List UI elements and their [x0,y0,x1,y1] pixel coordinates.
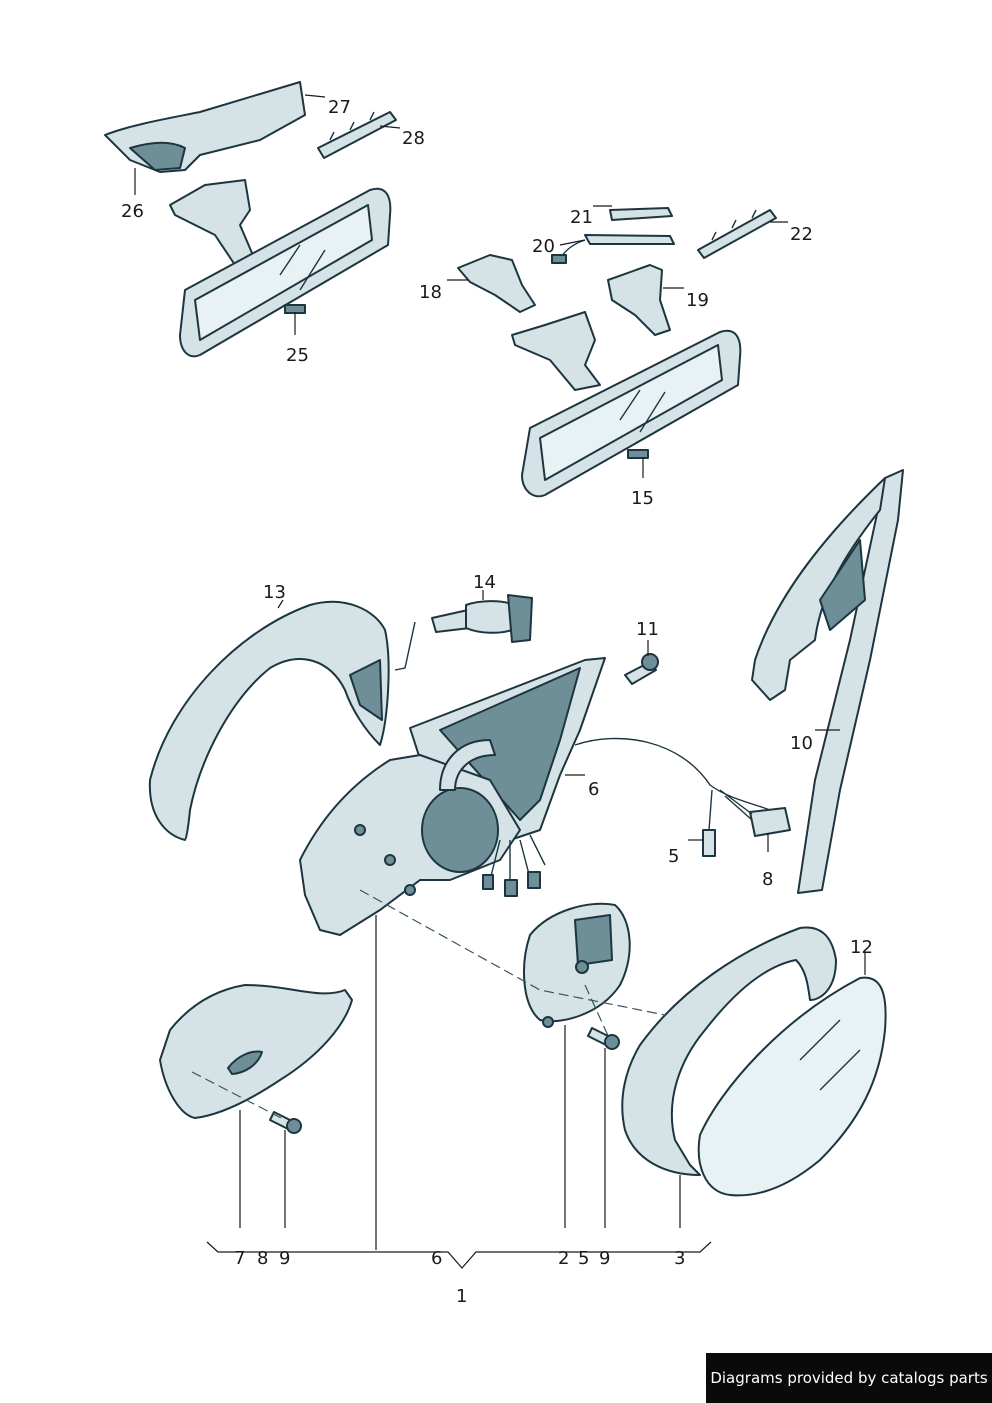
credit-text: Diagrams provided by catalogs parts [710,1369,988,1387]
callout-11: 11 [636,619,659,640]
interior-mirror-25 [179,187,392,358]
mirror-mount-upper [169,179,256,266]
bracket-21 [609,207,673,221]
interior-mirror-15 [521,329,742,498]
mirror-clip-28 [317,111,397,159]
callout-5-bottom: 5 [578,1248,589,1269]
callout-9-left: 9 [279,1248,290,1269]
screw-11 [624,653,659,685]
mirror-cap-13 [148,600,390,841]
callout-5-top: 5 [668,846,679,867]
callout-7: 7 [234,1248,245,1269]
screw-9-right [587,1027,620,1050]
mirror-frame-3 [621,926,837,1176]
callout-8-bottom: 8 [257,1248,268,1269]
cover-19 [607,264,671,336]
actuator-2 [523,902,631,1028]
cover-18 [457,254,536,313]
callout-28: 28 [402,128,425,149]
callout-6-bottom: 6 [431,1248,442,1269]
callout-20: 20 [532,236,555,257]
callout-25: 25 [286,345,309,366]
mirror-glass-12 [697,976,887,1197]
callout-8-top: 8 [762,869,773,890]
callout-27: 27 [328,97,351,118]
callout-21: 21 [570,207,593,228]
callout-6-top: 6 [588,779,599,800]
callout-1: 1 [456,1286,467,1307]
cable-20 [551,234,675,264]
callout-22: 22 [790,224,813,245]
screw-9-left [269,1111,302,1134]
callout-2: 2 [558,1248,569,1269]
leader-lines [134,94,866,1269]
clip-22 [697,209,777,259]
mirror-sensor-25 [284,304,306,314]
callout-26: 26 [121,201,144,222]
connector-5 [702,789,716,857]
callout-19: 19 [686,290,709,311]
mirror-housing-frame [299,739,521,936]
mirror-sensor-15 [627,449,649,459]
connector-8 [719,789,791,837]
callout-labels: 26 27 28 25 21 20 22 18 19 15 13 14 11 1… [121,97,873,1307]
callout-10: 10 [790,733,813,754]
mirror-cover-26 [104,81,306,173]
callout-14: 14 [473,572,496,593]
credit-banner: Diagrams provided by catalogs parts [706,1353,992,1403]
wiring-harness-6 [482,737,776,897]
callout-15: 15 [631,488,654,509]
mirror-mount-lower [511,311,601,391]
callout-3: 3 [674,1248,685,1269]
housing-lower-7 [159,984,353,1119]
motor-14 [394,594,533,671]
callout-18: 18 [419,282,442,303]
turn-signal-10 [751,469,904,894]
callout-9-right: 9 [599,1248,610,1269]
callout-13: 13 [263,582,286,603]
callout-12: 12 [850,937,873,958]
